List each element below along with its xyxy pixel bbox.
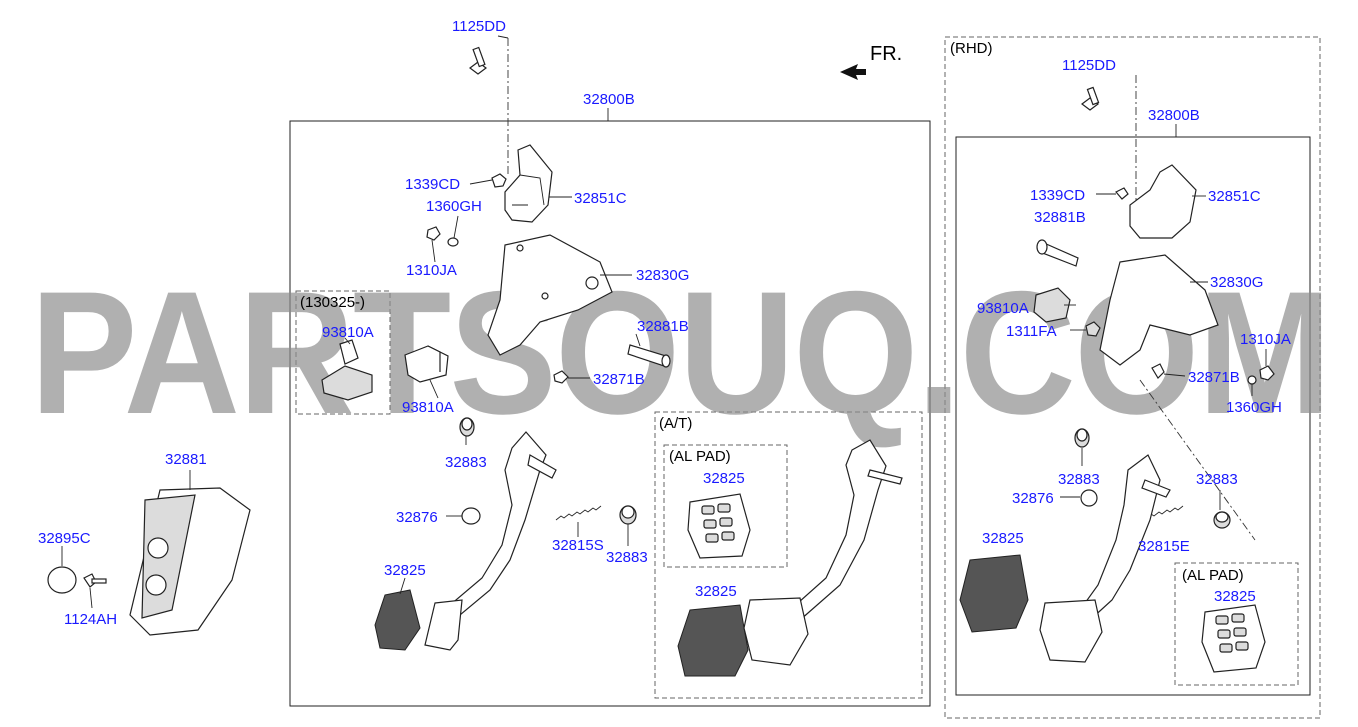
part-label-32825-rhd[interactable]: 32825	[982, 530, 1024, 547]
bushing-32883-rhd-right-icon	[1213, 511, 1231, 529]
al-pad-right-frame	[1174, 562, 1299, 686]
nut-1310ja-rhd-icon	[1259, 365, 1275, 381]
part-label-32825-left[interactable]: 32825	[384, 562, 426, 579]
front-direction-label: FR.	[870, 43, 902, 65]
part-label-32883-b[interactable]: 32883	[606, 549, 648, 566]
washer-1360gh-rhd-icon	[1247, 375, 1257, 385]
part-label-32800b-rhd[interactable]: 32800B	[1148, 107, 1200, 124]
bushing-32883-right-icon	[619, 505, 637, 525]
leader-lines	[61, 108, 1267, 609]
part-label-93810a-rhd[interactable]: 93810A	[977, 300, 1029, 317]
pedal-pad-32825-left-icon	[374, 589, 421, 651]
part-label-32851c-rhd[interactable]: 32851C	[1208, 188, 1261, 205]
al-pad-left-frame	[663, 444, 788, 568]
pedal-pad-rhd-brake-icon	[1039, 599, 1103, 663]
part-label-32800b[interactable]: 32800B	[583, 91, 635, 108]
part-label-1339cd-rhd[interactable]: 1339CD	[1030, 187, 1085, 204]
part-label-32871b[interactable]: 32871B	[593, 371, 645, 388]
part-label-32851c[interactable]: 32851C	[574, 190, 627, 207]
part-label-32881b-rhd[interactable]: 32881B	[1034, 209, 1086, 226]
part-label-32881[interactable]: 32881	[165, 451, 207, 468]
at-variant-frame	[654, 411, 923, 699]
cap-32895c-icon	[47, 566, 77, 594]
part-label-32883-rhd-a[interactable]: 32883	[1058, 471, 1100, 488]
bracket-32830g-icon	[487, 234, 613, 356]
al-pad-left-header: (AL PAD)	[669, 448, 731, 465]
nut-1311fa-rhd-icon	[1085, 321, 1101, 337]
al-pad-right-header: (AL PAD)	[1182, 567, 1244, 584]
part-label-32895c[interactable]: 32895C	[38, 530, 91, 547]
part-label-32825-al-left[interactable]: 32825	[703, 470, 745, 487]
part-label-1310ja-rhd[interactable]: 1310JA	[1240, 331, 1291, 348]
screw-1124ah-icon	[83, 573, 107, 588]
main-assembly-frame	[289, 120, 931, 707]
part-label-32883-a[interactable]: 32883	[445, 454, 487, 471]
part-label-1124ah[interactable]: 1124AH	[64, 611, 117, 628]
part-label-32815s[interactable]: 32815S	[552, 537, 604, 554]
rhd-header: (RHD)	[950, 40, 993, 57]
bracket-32851c-rhd-icon	[1129, 164, 1197, 239]
pedal-pad-32825-rhd-icon	[959, 554, 1029, 633]
date-variant-header: (130325-)	[300, 294, 365, 311]
part-label-32825-at[interactable]: 32825	[695, 583, 737, 600]
nut-1339cd-icon	[491, 173, 507, 188]
pedal-pad-clutch-icon	[424, 599, 463, 651]
pedal-arm-mt-icon	[449, 431, 557, 616]
bracket-32851c-icon	[504, 144, 553, 223]
al-pad-left-pedal-icon	[687, 493, 751, 559]
washer-1360gh-icon	[447, 237, 459, 247]
part-label-1339cd[interactable]: 1339CD	[405, 176, 460, 193]
part-label-32830g-rhd[interactable]: 32830G	[1210, 274, 1263, 291]
spring-32815s-icon	[555, 505, 602, 521]
pin-32881b-rhd-icon	[1036, 239, 1079, 267]
part-label-32871b-rhd[interactable]: 32871B	[1188, 369, 1240, 386]
bracket-32830g-rhd-icon	[1099, 254, 1219, 366]
bolt-1125dd-rhd-icon	[1081, 86, 1100, 111]
bolt-1125dd-icon	[469, 46, 487, 75]
date-variant-frame	[295, 290, 391, 415]
part-label-1360gh-rhd[interactable]: 1360GH	[1226, 399, 1282, 416]
footrest-32881-icon	[129, 487, 251, 636]
pedal-pad-at-brake-icon	[743, 597, 809, 666]
nut-1339cd-rhd-icon	[1115, 187, 1129, 200]
rhd-assembly-frame	[955, 136, 1311, 696]
part-label-1310ja[interactable]: 1310JA	[406, 262, 457, 279]
part-label-32883-rhd-b[interactable]: 32883	[1196, 471, 1238, 488]
part-label-32876[interactable]: 32876	[396, 509, 438, 526]
stopper-32876-rhd-icon	[1080, 489, 1098, 507]
spring-32815e-rhd-icon	[1145, 505, 1184, 519]
part-label-32825-al-rhd[interactable]: 32825	[1214, 588, 1256, 605]
bushing-32883-icon	[459, 417, 475, 437]
bolt-32871b-rhd-icon	[1151, 363, 1165, 379]
pedal-pad-at-large-icon	[677, 604, 749, 677]
part-label-32876-rhd[interactable]: 32876	[1012, 490, 1054, 507]
part-label-32881b[interactable]: 32881B	[637, 318, 689, 335]
part-label-1125dd-rhd[interactable]: 1125DD	[1062, 57, 1116, 74]
pedal-arm-rhd-icon	[1079, 454, 1171, 621]
pedal-arm-at-icon	[789, 439, 903, 621]
part-label-93810a[interactable]: 93810A	[402, 399, 454, 416]
bolt-32871b-icon	[553, 370, 569, 384]
switch-93810a-variant-icon	[321, 339, 373, 401]
at-header: (A/T)	[659, 415, 692, 432]
part-label-93810a-variant[interactable]: 93810A	[322, 324, 374, 341]
part-label-1311fa-rhd[interactable]: 1311FA	[1006, 323, 1057, 340]
switch-93810a-icon	[404, 345, 449, 383]
bushing-32883-rhd-icon	[1074, 428, 1090, 448]
part-label-1125dd[interactable]: 1125DD	[452, 18, 506, 35]
part-label-1360gh[interactable]: 1360GH	[426, 198, 482, 215]
nut-1310ja-icon	[426, 226, 441, 241]
rhd-outer-frame	[944, 36, 1321, 719]
pin-32881b-icon	[627, 344, 671, 368]
front-direction-arrow-icon	[840, 64, 866, 80]
part-label-32830g[interactable]: 32830G	[636, 267, 689, 284]
al-pad-right-pedal-icon	[1201, 604, 1266, 673]
part-label-32815e-rhd[interactable]: 32815E	[1138, 538, 1190, 555]
stopper-32876-icon	[461, 507, 481, 525]
switch-93810a-rhd-icon	[1033, 287, 1071, 323]
